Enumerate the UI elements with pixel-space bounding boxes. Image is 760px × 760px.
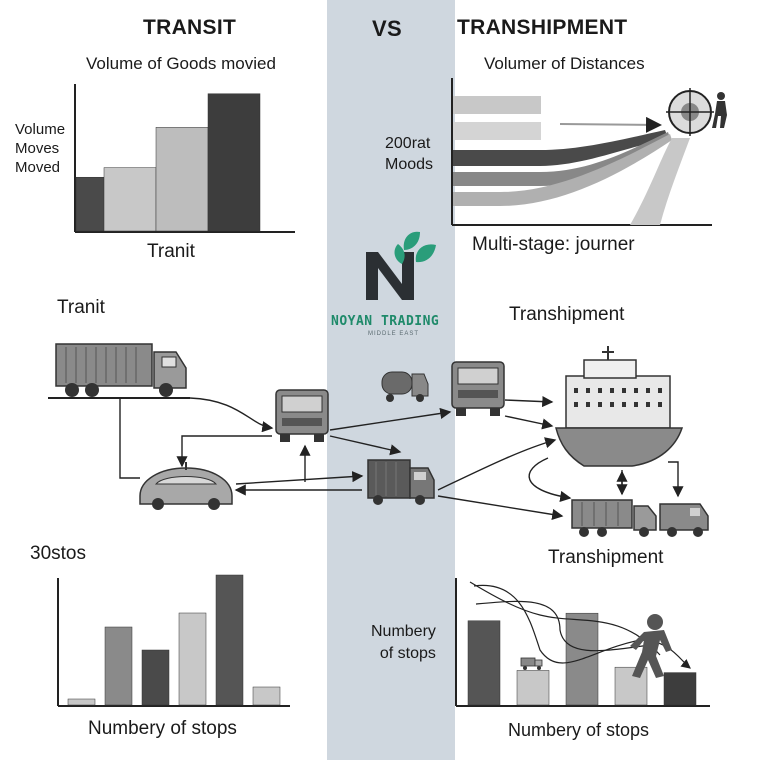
- cargo-ship-icon: [555, 346, 684, 467]
- bar: [155, 127, 209, 232]
- stops-left-bars: [67, 574, 281, 706]
- transit-chart-axes: [74, 84, 295, 233]
- bar: [104, 626, 133, 706]
- bar: [141, 649, 170, 706]
- stops-right-axes: [455, 578, 710, 707]
- logo-tagline: MIDDLE EAST: [368, 331, 420, 337]
- stops-left-title: 30stos: [30, 543, 86, 564]
- stops-left-axes: [57, 578, 290, 707]
- transit-title: TRANSIT: [143, 16, 237, 39]
- transhipment-chart-caption: Multi-stage: journer: [472, 234, 635, 255]
- large-truck-icon: [55, 343, 187, 397]
- front-truck-right-icon: [451, 361, 505, 416]
- stops-right-caption: Numbery of stops: [508, 720, 650, 740]
- bar: [178, 612, 207, 706]
- transhipment-chart-ylabel: 200rat Moods: [385, 135, 434, 173]
- bar: [103, 167, 157, 232]
- transit-chart-subtitle: Volume of Goods movied: [86, 54, 276, 73]
- stops-right-ylabel: Numbery of stops: [371, 623, 436, 662]
- bar: [67, 698, 96, 706]
- running-person-icon: [630, 614, 672, 678]
- transhipment-title: TRANSHIPMENT: [457, 16, 628, 39]
- transhipment-distance-streams: [453, 88, 727, 225]
- transit-chart-caption: Tranit: [147, 241, 195, 262]
- person-icon: [712, 92, 727, 128]
- flow-transhipment-bottom-label: Transhipment: [548, 547, 664, 568]
- front-truck-icon: [275, 389, 329, 442]
- van-icon: [659, 503, 709, 537]
- bar: [252, 686, 281, 706]
- stops-right-bars: [467, 612, 697, 706]
- stops-left-caption: Numbery of stops: [88, 718, 237, 739]
- noyan-trading-logo-icon: [366, 231, 436, 300]
- bar: [215, 574, 244, 706]
- bar: [516, 670, 550, 706]
- transhipment-chart-subtitle: Volumer of Distances: [484, 54, 645, 73]
- tanker-truck-icon: [381, 371, 429, 402]
- transhipment-chart-axes: [451, 78, 712, 226]
- logo-name: NOYAN TRADING: [331, 314, 440, 329]
- bar: [663, 672, 697, 706]
- flatbed-truck-icon: [571, 499, 657, 537]
- transit-chart-ylabel: Volume Moves Moved: [15, 121, 66, 176]
- bar: [467, 620, 501, 706]
- flow-transit-label: Tranit: [57, 297, 105, 318]
- flow-transhipment-top-label: Transhipment: [509, 304, 625, 325]
- vs-label: VS: [372, 16, 402, 41]
- mini-truck-icon: [520, 657, 543, 670]
- flow-arrows: [48, 395, 684, 520]
- autonomous-car-icon: [139, 462, 233, 510]
- bar: [207, 93, 261, 232]
- box-truck-icon: [367, 459, 435, 505]
- transit-volume-bars: [75, 93, 261, 232]
